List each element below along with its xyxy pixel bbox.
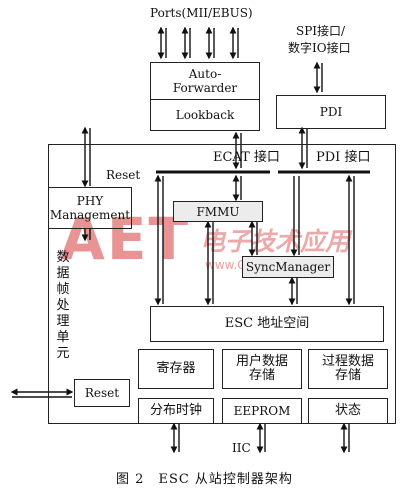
reset-box: Reset	[74, 379, 130, 407]
watermark-text: 电子技术应用	[200, 227, 351, 256]
spi-label-line1: SPI接口/	[296, 24, 346, 38]
process-data-storage-box: 过程数据 存储	[308, 349, 388, 389]
figure-caption: 图 2 ESC 从站控制器架构	[116, 472, 293, 487]
syncmanager-box: SyncManager	[242, 256, 334, 278]
frame-unit-char: 处	[56, 298, 70, 313]
frame-unit-char: 数	[56, 250, 70, 265]
phy-management-box: PHY Management	[48, 187, 132, 229]
ports-label: Ports(MII/EBUS)	[150, 6, 253, 20]
distributed-clock-box: 分布时钟	[138, 398, 214, 424]
registers-box: 寄存器	[138, 349, 214, 389]
watermark-logo: AET	[60, 205, 191, 273]
esc-address-space-box: ESC 地址空间	[150, 306, 384, 342]
lookback-box: Lookback	[150, 99, 260, 131]
pdi-interface-label: PDI 接口	[316, 150, 371, 165]
reset-top-label: Reset	[106, 168, 141, 182]
frame-unit-char: 理	[56, 314, 70, 329]
frame-unit-char: 单	[56, 330, 70, 345]
eeprom-box: EEPROM	[222, 398, 302, 424]
frame-unit-char: 据	[56, 266, 70, 281]
iic-label: IIC	[232, 441, 251, 455]
frame-unit-char: 帧	[56, 282, 70, 297]
ports-arrows	[157, 26, 239, 60]
fmmu-box: FMMU	[173, 201, 263, 222]
frame-unit-char: 元	[56, 346, 70, 361]
auto-forwarder-box: Auto- Forwarder	[150, 62, 260, 100]
pdi-box: PDI	[276, 95, 386, 129]
spi-label-line2: 数字IO接口	[288, 41, 351, 55]
ecat-interface-label: ECAT 接口	[213, 150, 280, 165]
user-data-storage-box: 用户数据 存储	[222, 349, 302, 389]
status-box: 状态	[308, 398, 388, 424]
